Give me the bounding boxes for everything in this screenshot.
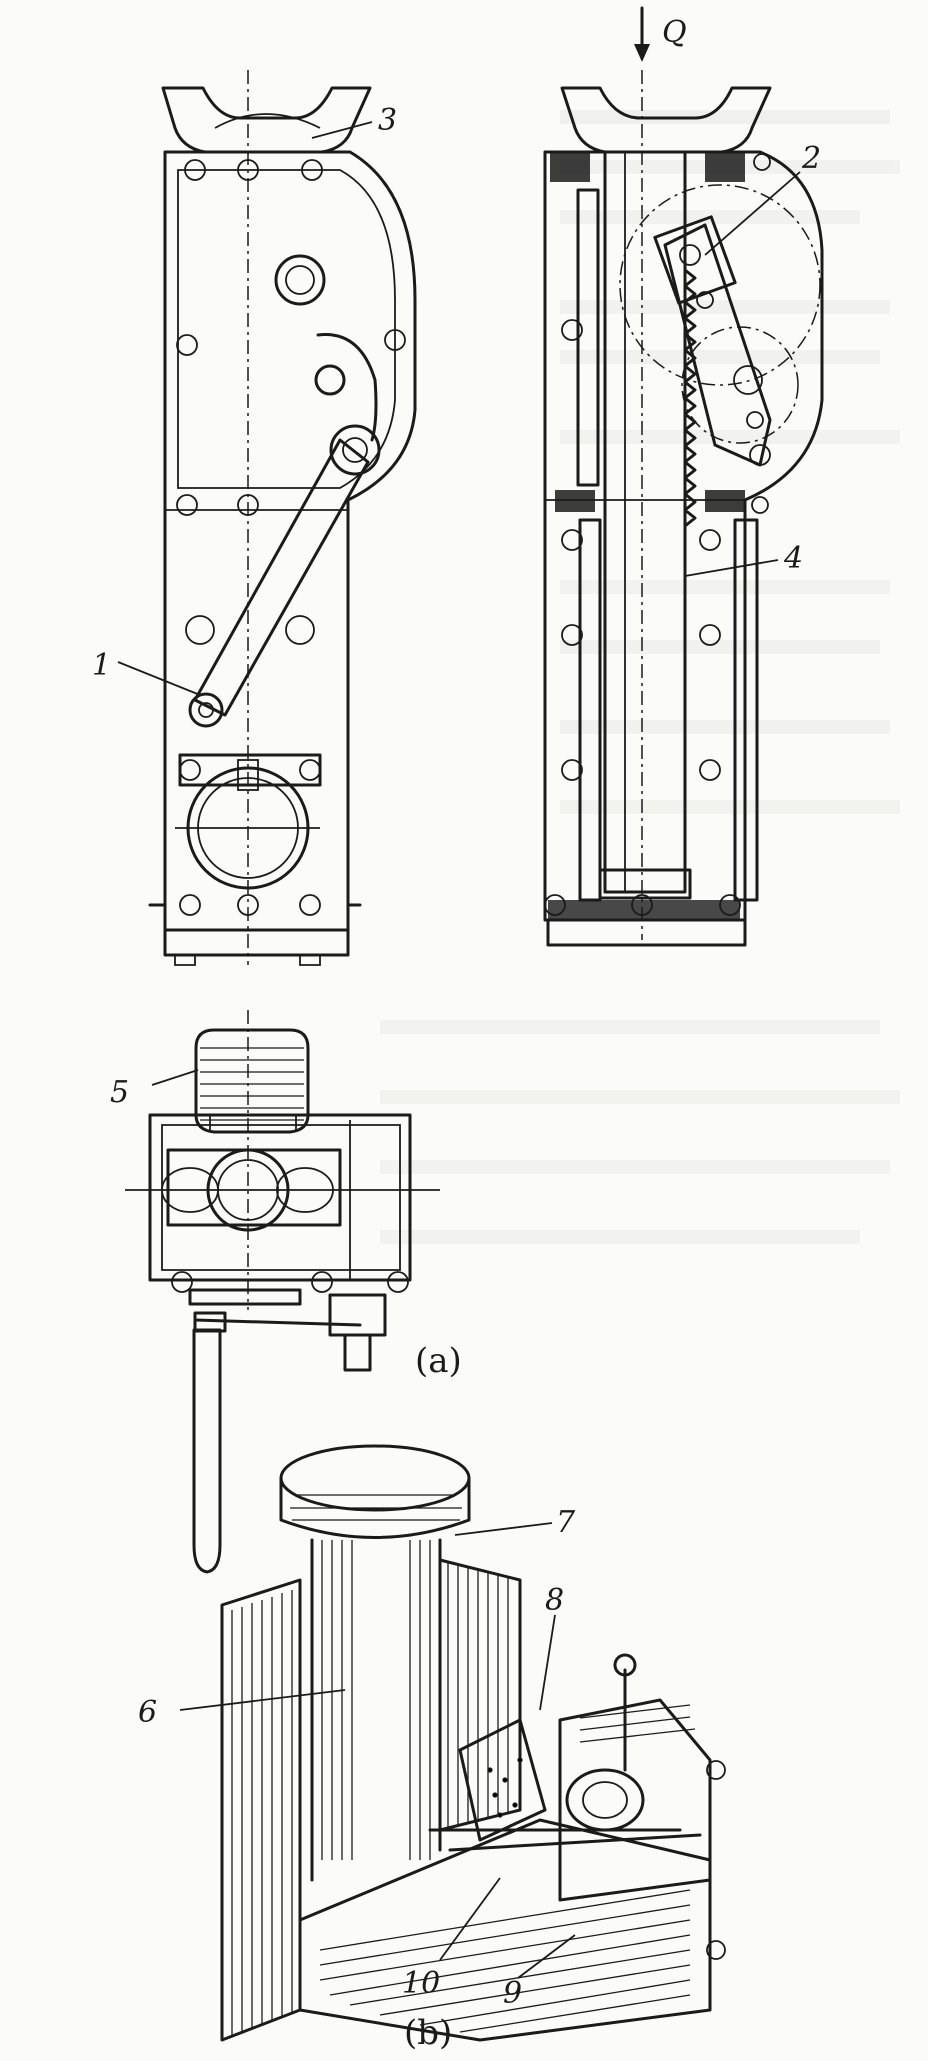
plan-view	[125, 1010, 440, 1574]
label-7: 7	[556, 1505, 576, 1540]
label-1: 1	[92, 648, 111, 683]
left-elevation-view	[148, 70, 417, 966]
label-3: 3	[378, 103, 397, 138]
caption-b: (b)	[404, 2013, 452, 2053]
label-6: 6	[138, 1695, 157, 1730]
caption-a: (a)	[415, 1341, 462, 1381]
cutaway-view-b	[220, 1444, 726, 2042]
section-hatching	[548, 152, 745, 920]
label-10: 10	[402, 1966, 440, 2001]
bolt-heads	[176, 159, 406, 916]
right-section-view	[543, 6, 824, 947]
label-4: 4	[783, 541, 803, 576]
lever-1	[188, 438, 370, 728]
label-8: 8	[545, 1583, 564, 1618]
label-2: 2	[801, 141, 821, 176]
label-9: 9	[503, 1976, 522, 2011]
label-q: Q	[662, 15, 687, 50]
label-5: 5	[110, 1075, 129, 1110]
